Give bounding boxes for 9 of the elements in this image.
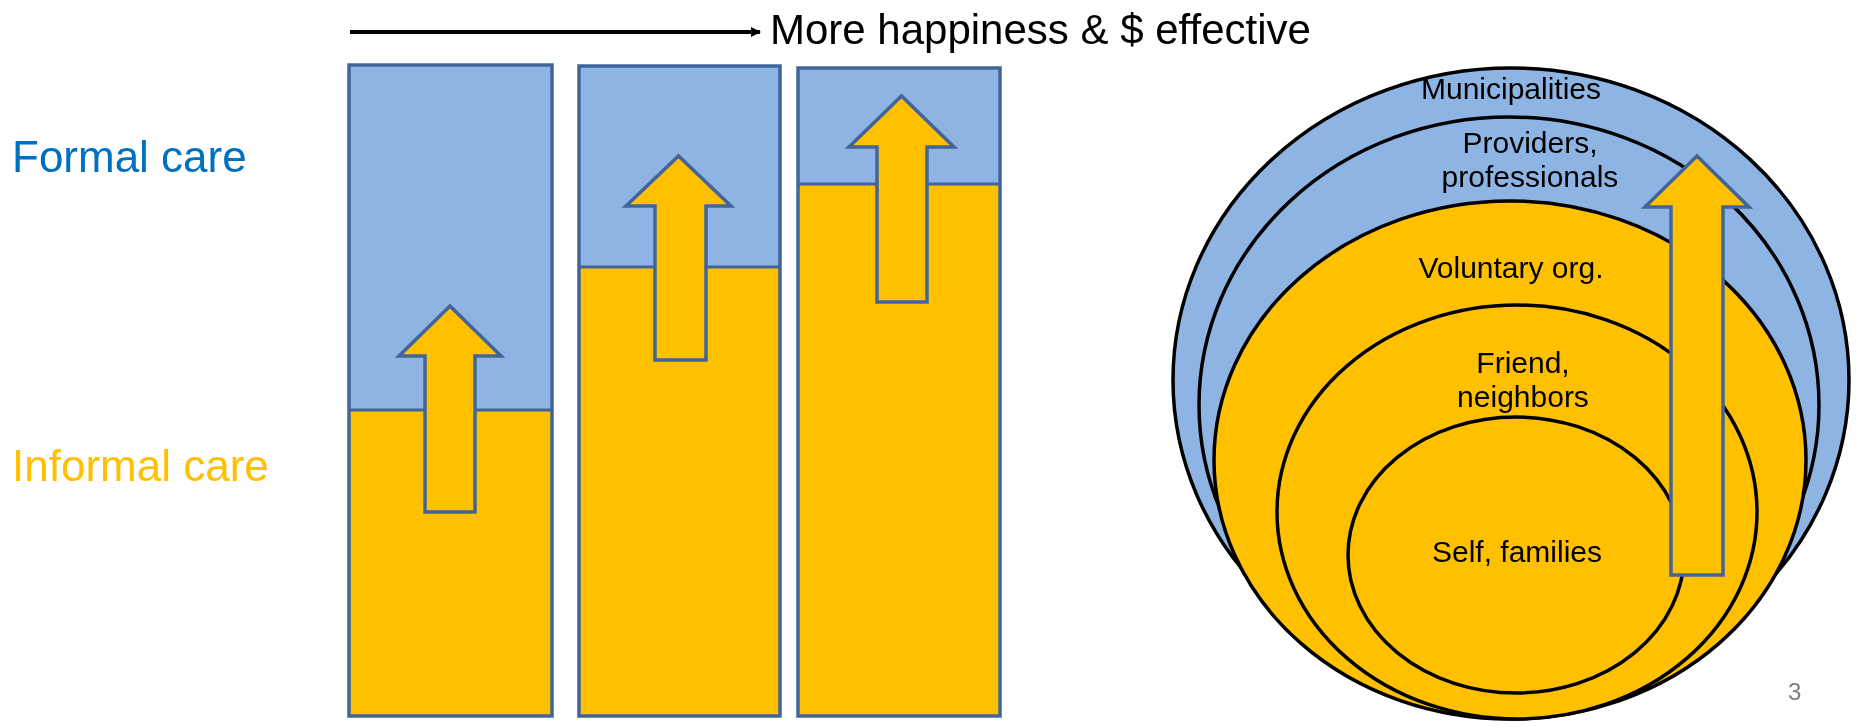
page-number: 3 [1788, 678, 1802, 706]
region-label: Self, families [1430, 535, 1604, 569]
category-label: Informal care [12, 441, 269, 491]
region-label: Voluntary org. [1417, 251, 1605, 285]
region-label: Friend, neighbors [1456, 346, 1590, 414]
category-label: Formal care [12, 132, 247, 182]
region-label: Providers, professionals [1440, 126, 1620, 194]
region-label: Municipalities [1419, 72, 1603, 106]
axis-label: More happiness & $ effective [770, 6, 1311, 54]
